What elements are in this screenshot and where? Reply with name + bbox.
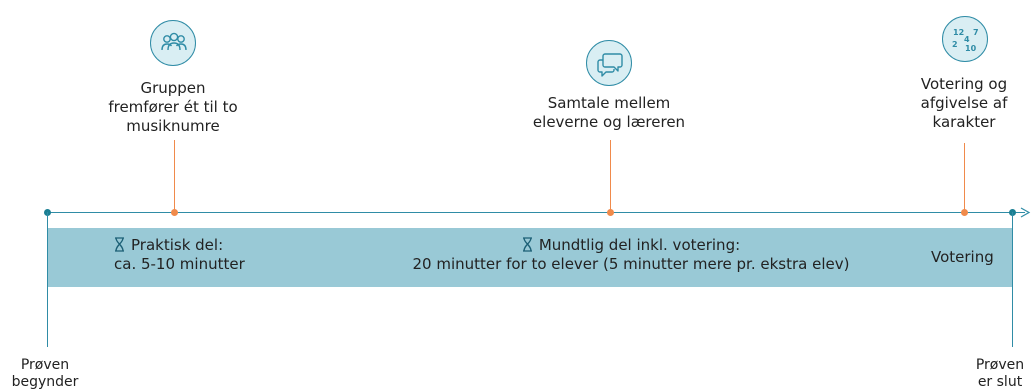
event-label-line: musiknumre xyxy=(126,117,220,135)
connector-voting xyxy=(964,143,965,212)
timeline-dot-performance xyxy=(171,209,178,216)
event-label-line: Votering og xyxy=(920,75,1008,93)
event-label-line: karakter xyxy=(932,113,996,131)
event-label-line: afgivelse af xyxy=(920,94,1008,112)
grade-4: 4 xyxy=(964,35,970,44)
phase-practical-title-row: Praktisk del: xyxy=(114,236,245,255)
event-label-line: Samtale mellem xyxy=(547,94,671,112)
group-people-icon xyxy=(150,20,196,66)
grade-10: 10 xyxy=(965,44,977,53)
phase-voting: Votering xyxy=(931,248,994,267)
connector-conversation xyxy=(610,140,611,212)
phase-oral-duration: 20 minutter for to elever (5 minutter me… xyxy=(412,255,850,273)
event-label-voting: Votering og afgivelse af karakter xyxy=(884,75,1034,132)
grade-7: 7 xyxy=(973,28,979,37)
timeline-axis xyxy=(47,212,1025,213)
grade-numbers-icon: 12 7 4 2 10 xyxy=(942,16,988,62)
event-label-line: fremfører ét til to xyxy=(108,98,238,116)
start-boundary-line xyxy=(47,212,48,347)
event-label-line: eleverne og læreren xyxy=(532,113,686,131)
phase-oral: Mundtlig del inkl. votering: 20 minutter… xyxy=(376,236,886,274)
event-label-line: Gruppen xyxy=(140,79,206,97)
phase-practical: Praktisk del: ca. 5-10 minutter xyxy=(114,236,245,274)
grade-12: 12 xyxy=(953,28,964,37)
event-label-performance: Gruppen fremfører ét til to musiknumre xyxy=(73,79,273,136)
phase-practical-title: Praktisk del: xyxy=(131,236,224,254)
timeline-arrowhead xyxy=(1020,207,1031,218)
phase-oral-title-row: Mundtlig del inkl. votering: xyxy=(376,236,886,255)
timeline-dot-conversation xyxy=(607,209,614,216)
start-label-line: Prøven xyxy=(20,357,70,373)
hourglass-icon xyxy=(115,237,124,252)
start-label-line: begynder xyxy=(11,374,79,390)
hourglass-icon xyxy=(522,237,532,252)
timeline-dot-voting xyxy=(961,209,968,216)
grade-2: 2 xyxy=(952,40,958,49)
end-label: Prøven er slut xyxy=(966,357,1034,391)
phase-practical-duration: ca. 5-10 minutter xyxy=(114,255,245,273)
connector-performance xyxy=(174,140,175,212)
end-label-line: Prøven xyxy=(975,357,1025,373)
phase-oral-title: Mundtlig del inkl. votering: xyxy=(538,236,741,254)
phase-voting-title: Votering xyxy=(931,248,994,266)
event-label-conversation: Samtale mellem eleverne og læreren xyxy=(509,94,709,132)
speech-bubbles-icon xyxy=(586,40,632,86)
end-boundary-line xyxy=(1012,212,1013,347)
end-label-line: er slut xyxy=(977,374,1023,390)
start-label: Prøven begynder xyxy=(5,357,85,391)
